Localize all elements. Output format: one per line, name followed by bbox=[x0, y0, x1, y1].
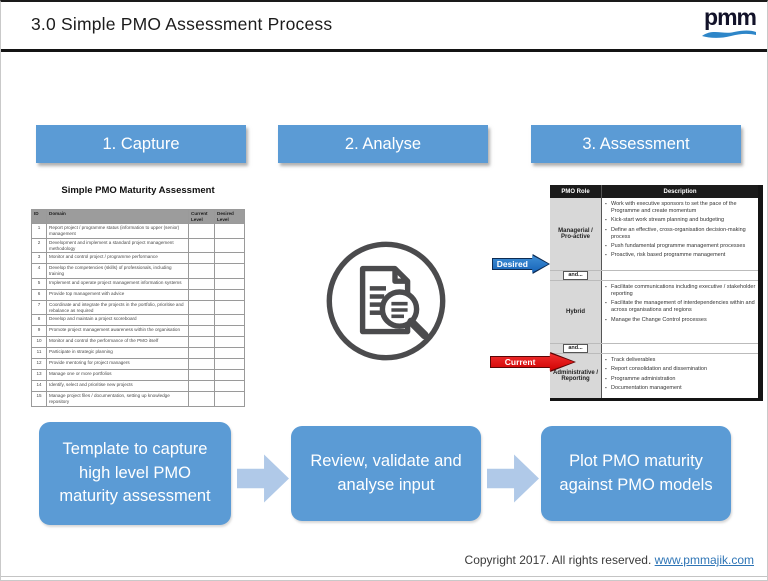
stage-header-label: 2. Analyse bbox=[344, 134, 422, 153]
assessment-table: PMO Role Description Managerial / Pro-ac… bbox=[550, 185, 763, 401]
col-header-description: Description bbox=[663, 188, 697, 195]
bullet-item: Programme administration bbox=[604, 376, 756, 383]
col-header-desired: Desired Level bbox=[214, 208, 245, 225]
col-header-current: Current Level bbox=[188, 208, 215, 225]
current-arrow: Current bbox=[490, 352, 576, 372]
logo-wave-icon bbox=[702, 30, 756, 38]
bullet-item: Work with executive sponsors to set the … bbox=[604, 201, 756, 215]
col-header-pmo-role: PMO Role bbox=[550, 185, 602, 198]
flow-box-text: Plot PMO maturity against PMO models bbox=[559, 451, 713, 494]
bullet-item: Documentation management bbox=[604, 385, 756, 392]
flow-arrow-icon bbox=[487, 454, 539, 503]
bullet-item: Manage the Change Control processes bbox=[604, 317, 756, 324]
stage-header-label: 1. Capture bbox=[102, 134, 180, 153]
stage-header-assessment: 3. Assessment bbox=[531, 125, 741, 163]
col-header-domain: Domain bbox=[46, 208, 189, 225]
bullet-item: Define an effective, cross-organisation … bbox=[604, 227, 756, 241]
brand-logo: pmm bbox=[701, 6, 759, 39]
table-header-row: ID Domain Current Level Desired Level bbox=[31, 208, 245, 225]
flow-box-text: Template to capture high level PMO matur… bbox=[59, 439, 211, 506]
flow-box-analyse: Review, validate and analyse input bbox=[291, 426, 481, 521]
capture-sheet: Simple PMO Maturity Assessment ID Domain… bbox=[31, 185, 245, 407]
analyse-document-magnifier-icon bbox=[323, 238, 449, 364]
flow-box-text: Review, validate and analyse input bbox=[310, 451, 462, 494]
flow-arrow-icon bbox=[237, 454, 289, 503]
stage-header-label: 3. Assessment bbox=[582, 134, 690, 153]
role-cell: Hybrid bbox=[550, 281, 602, 343]
sheet-title: Simple PMO Maturity Assessment bbox=[61, 185, 215, 196]
bottom-divider bbox=[1, 576, 767, 577]
brand-logo-text: pmm bbox=[704, 4, 757, 30]
website-link[interactable]: www.pmmajik.com bbox=[654, 553, 754, 567]
bullet-item: Report consolidation and dissemination bbox=[604, 366, 756, 373]
stage-header-capture: 1. Capture bbox=[36, 125, 246, 163]
assessment-section-administrative: Administrative / Reporting Track deliver… bbox=[550, 354, 758, 398]
flow-box-assessment: Plot PMO maturity against PMO models bbox=[541, 426, 731, 521]
bullet-item: Track deliverables bbox=[604, 357, 756, 364]
current-label: Current bbox=[504, 357, 536, 367]
stage-header-analyse: 2. Analyse bbox=[278, 125, 488, 163]
and-separator: and... bbox=[550, 270, 758, 281]
description-cell: Track deliverables Report consolidation … bbox=[602, 354, 758, 398]
col-header-id: ID bbox=[31, 208, 47, 225]
flow-box-capture: Template to capture high level PMO matur… bbox=[39, 422, 231, 525]
assessment-header-row: PMO Role Description bbox=[550, 185, 758, 198]
bullet-item: Facilitate communications including exec… bbox=[604, 284, 756, 298]
and-label: and... bbox=[563, 344, 588, 353]
and-label: and... bbox=[563, 271, 588, 280]
description-cell: Work with executive sponsors to set the … bbox=[602, 198, 758, 270]
title-bar: 3.0 Simple PMO Assessment Process pmm bbox=[1, 2, 767, 49]
page-title: 3.0 Simple PMO Assessment Process bbox=[31, 14, 333, 34]
bullet-item: Kick-start work stream planning and budg… bbox=[604, 217, 756, 224]
and-separator: and... bbox=[550, 343, 758, 354]
bullet-item: Proactive, risk based programme manageme… bbox=[604, 252, 756, 259]
footer: Copyright 2017. All rights reserved. www… bbox=[465, 553, 754, 567]
bullet-item: Push fundamental programme management pr… bbox=[604, 243, 756, 250]
description-cell: Facilitate communications including exec… bbox=[602, 281, 758, 343]
desired-arrow: Desired bbox=[492, 254, 550, 274]
role-cell: Managerial / Pro-active bbox=[550, 198, 602, 270]
title-divider bbox=[1, 49, 767, 52]
assessment-section-managerial: Managerial / Pro-active Work with execut… bbox=[550, 198, 758, 270]
desired-label: Desired bbox=[496, 259, 528, 269]
bullet-item: Facilitate the management of interdepend… bbox=[604, 300, 756, 314]
assessment-section-hybrid: Hybrid Facilitate communications includi… bbox=[550, 281, 758, 343]
copyright-text: Copyright 2017. All rights reserved. bbox=[464, 553, 655, 567]
